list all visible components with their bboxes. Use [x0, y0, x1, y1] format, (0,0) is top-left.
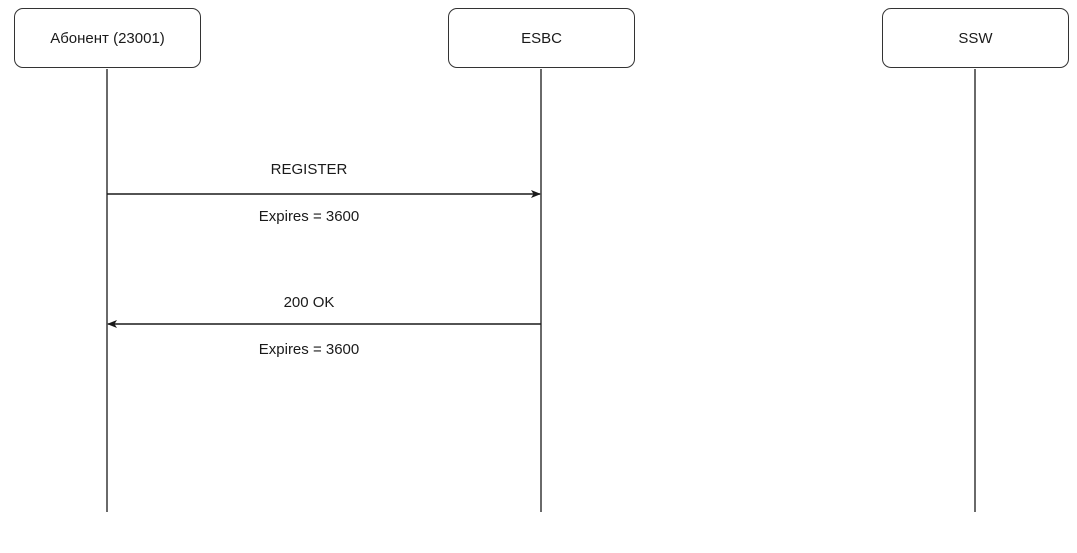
message-register-label: REGISTER: [270, 161, 348, 178]
participant-subscriber: Абонент (23001): [14, 8, 201, 68]
message-register-detail: Expires = 3600: [258, 208, 360, 225]
participant-esbc-label: ESBC: [521, 29, 562, 47]
participant-subscriber-label: Абонент (23001): [50, 29, 165, 47]
participant-esbc: ESBC: [448, 8, 635, 68]
participant-ssw-label: SSW: [958, 29, 993, 47]
message-200-ok-detail: Expires = 3600: [258, 341, 360, 358]
message-200-ok-label: 200 OK: [283, 294, 335, 311]
participant-ssw: SSW: [882, 8, 1069, 68]
